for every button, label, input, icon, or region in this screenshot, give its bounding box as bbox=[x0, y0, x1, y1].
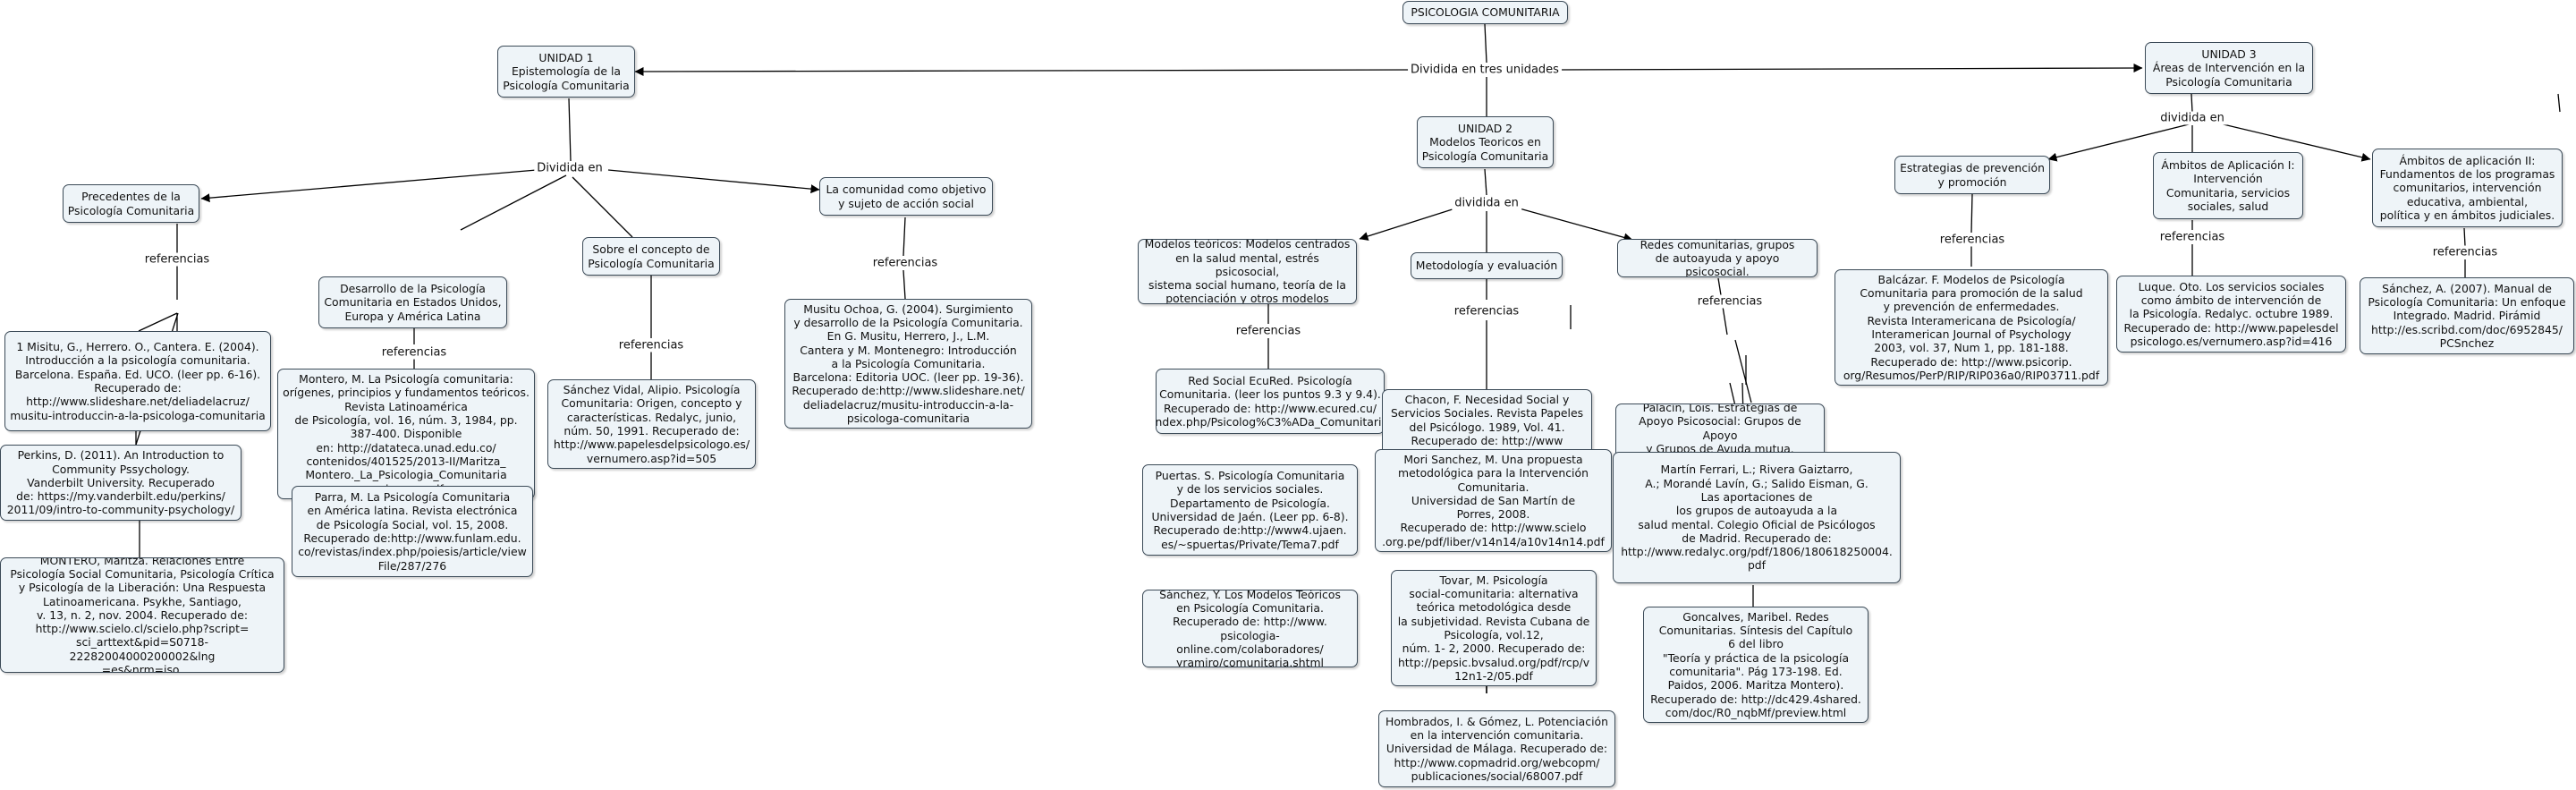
link-label-referencias: referencias bbox=[1233, 324, 1304, 338]
ref-sanchez-a[interactable]: Sánchez, A. (2007). Manual de Psicología… bbox=[2360, 277, 2574, 354]
edge-root-to-label bbox=[1484, 23, 1487, 64]
ref-ecured[interactable]: Red Social EcuRed. Psicología Comunitari… bbox=[1156, 369, 1385, 434]
link-label-referencias: referencias bbox=[378, 345, 450, 360]
link-label-referencias: referencias bbox=[141, 252, 213, 267]
ref-puertas[interactable]: Puertas. S. Psicología Comunitaria y de … bbox=[1142, 464, 1358, 556]
ref-tovar[interactable]: Tovar, M. Psicología social-comunitaria:… bbox=[1391, 570, 1597, 686]
ref-musitu-ochoa[interactable]: Musitu Ochoa, G. (2004). Surgimiento y d… bbox=[784, 299, 1032, 429]
link-label-referencias: referencias bbox=[869, 256, 941, 270]
ref-montero-maritza[interactable]: MONTERO, Maritza. Relaciones Entre Psico… bbox=[0, 557, 284, 673]
node-desarrollo[interactable]: Desarrollo de la Psicología Comunitaria … bbox=[318, 276, 507, 328]
node-modelos-teoricos[interactable]: Modelos teóricos: Modelos centrados en l… bbox=[1138, 239, 1357, 304]
edge-label-to-unidad1 bbox=[634, 66, 1416, 76]
node-redes[interactable]: Redes comunitarias, grupos de autoayuda … bbox=[1617, 239, 1818, 277]
ref-montero[interactable]: Montero, M. La Psicología comunitaria: o… bbox=[277, 369, 535, 499]
edge-u1-to-label bbox=[568, 98, 572, 162]
link-label-referencias: referencias bbox=[2429, 245, 2501, 259]
link-label-referencias: referencias bbox=[1694, 294, 1766, 309]
node-ambitos-1[interactable]: Ámbitos de Aplicación I: Intervención Co… bbox=[2153, 152, 2303, 219]
node-metodologia[interactable]: Metodología y evaluación bbox=[1411, 252, 1563, 279]
ref-sanchez-vidal[interactable]: Sánchez Vidal, Alipio. Psicología Comuni… bbox=[547, 379, 756, 469]
ref-balcazar[interactable]: Balcázar. F. Modelos de Psicología Comun… bbox=[1835, 269, 2108, 386]
ref-mori[interactable]: Mori Sanchez, M. Una propuesta metodológ… bbox=[1375, 449, 1612, 552]
node-unidad-3[interactable]: UNIDAD 3 Áreas de Intervención en la Psi… bbox=[2145, 42, 2313, 94]
node-ambitos-2[interactable]: Ámbitos de aplicación II: Fundamentos de… bbox=[2372, 149, 2563, 227]
ref-martin[interactable]: Martín Ferrari, L.; Rivera Gaiztarro, A.… bbox=[1613, 452, 1901, 583]
node-concepto[interactable]: Sobre el concepto de Psicología Comunita… bbox=[582, 237, 720, 276]
link-label-dividida-en-u1: Dividida en bbox=[534, 161, 606, 175]
link-label-dividida-tres: Dividida en tres unidades bbox=[1408, 63, 1562, 77]
ref-sanchez-y[interactable]: Sánchez, Y. Los Modelos Teóricos en Psic… bbox=[1142, 590, 1358, 667]
ref-hombrados[interactable]: Hombrados, I. & Gómez, L. Potenciación e… bbox=[1378, 710, 1615, 787]
edge-label-to-unidad3 bbox=[1557, 64, 2143, 73]
node-unidad-2[interactable]: UNIDAD 2 Modelos Teoricos en Psicología … bbox=[1417, 116, 1554, 168]
ref-perkins[interactable]: Perkins, D. (2011). An Introduction to C… bbox=[0, 445, 242, 521]
node-comunidad[interactable]: La comunidad como objetivo y sujeto de a… bbox=[819, 177, 993, 216]
link-label-referencias: referencias bbox=[1451, 304, 1522, 319]
ref-goncalves[interactable]: Goncalves, Maribel. Redes Comunitarias. … bbox=[1643, 607, 1868, 723]
node-prevencion[interactable]: Estrategias de prevención y promoción bbox=[1894, 156, 2050, 194]
node-unidad-1[interactable]: UNIDAD 1 Epistemología de la Psicología … bbox=[497, 46, 635, 98]
ref-misitu[interactable]: 1 Misitu, G., Herrero. O., Cantera. E. (… bbox=[4, 331, 271, 431]
node-root[interactable]: PSICOLOGIA COMUNITARIA bbox=[1402, 1, 1568, 24]
link-label-referencias: referencias bbox=[1936, 233, 2008, 247]
link-label-referencias: referencias bbox=[2157, 230, 2228, 244]
link-label-dividida-en-u2: dividida en bbox=[1452, 196, 1521, 210]
link-label-referencias: referencias bbox=[615, 338, 687, 353]
ref-luque[interactable]: Luque. Oto. Los servicios sociales como … bbox=[2116, 276, 2346, 353]
ref-parra[interactable]: Parra, M. La Psicología Comunitaria en A… bbox=[292, 486, 533, 577]
link-label-dividida-en-u3: dividida en bbox=[2157, 111, 2227, 125]
node-precedentes[interactable]: Precedentes de la Psicología Comunitaria bbox=[63, 184, 199, 223]
